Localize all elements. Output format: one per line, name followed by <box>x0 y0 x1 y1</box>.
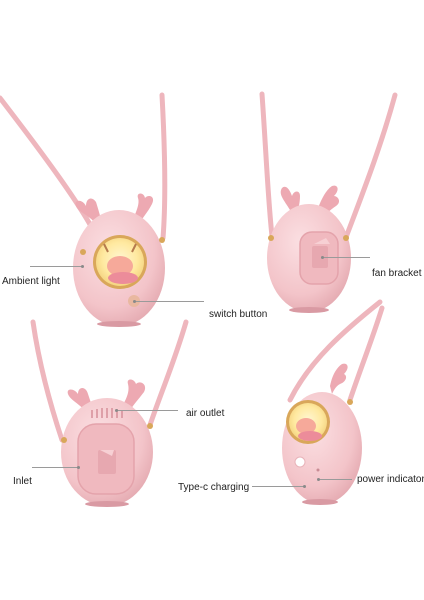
fan-bracket-tab <box>314 238 330 244</box>
callout-dot-air-outlet <box>115 409 118 412</box>
deer-face <box>296 418 316 434</box>
fan-feet <box>289 307 329 313</box>
fan-feet <box>302 499 338 505</box>
strap-clip-right <box>343 235 349 241</box>
strap-left <box>287 299 383 403</box>
strap-clip-left <box>61 437 67 443</box>
strap-right <box>159 92 168 241</box>
callout-line-air-outlet <box>116 410 178 411</box>
strap-clip-right <box>347 399 353 405</box>
fan-side-view <box>30 319 189 507</box>
strap-left <box>259 91 275 239</box>
fan-front-view <box>0 92 168 327</box>
callout-line-power-indicator <box>318 479 352 480</box>
strap-left <box>30 319 65 443</box>
label-fan-bracket: fan bracket <box>372 268 422 279</box>
deer-face <box>107 256 133 276</box>
label-air-outlet: air outlet <box>186 408 225 419</box>
air-outlet-grill <box>91 408 123 418</box>
switch-button-icon <box>294 456 306 468</box>
strap-left <box>0 95 101 243</box>
fan-feet <box>85 501 129 507</box>
power-indicator-led <box>316 468 320 472</box>
strap-right <box>342 92 398 243</box>
callout-dot-ambient-light <box>81 265 84 268</box>
deer-scarf <box>108 272 138 284</box>
callout-dot-power-indicator <box>317 478 320 481</box>
callout-line-type-c-charging <box>252 486 304 487</box>
strap-right <box>347 305 385 403</box>
label-ambient-light: Ambient light <box>2 276 60 287</box>
strap-clip-left <box>80 249 86 255</box>
strap-clip-left <box>268 235 274 241</box>
strap-clip-right <box>147 423 153 429</box>
antler-left <box>75 198 102 224</box>
deer-antler-small <box>103 243 137 253</box>
fan-bracket-tab <box>100 450 114 456</box>
callout-dot-fan-bracket <box>321 256 324 259</box>
label-type-c-charging: Type-c charging <box>178 482 250 493</box>
strap-right <box>147 319 189 428</box>
deer-scarf <box>298 431 322 441</box>
fan-bracket <box>98 450 116 474</box>
fan-angled-view <box>282 299 385 505</box>
fan-back-view <box>259 91 398 313</box>
callout-dot-switch-button <box>133 300 136 303</box>
fan-feet <box>97 321 141 327</box>
fan-bracket <box>312 246 328 268</box>
callout-dot-inlet <box>77 466 80 469</box>
callout-line-switch-button <box>134 301 204 302</box>
callout-dot-type-c-charging <box>303 485 306 488</box>
label-switch-button: switch button <box>209 309 268 320</box>
strap-clip-right <box>159 237 165 243</box>
callout-line-inlet <box>32 467 78 468</box>
callout-line-ambient-light <box>30 266 82 267</box>
label-inlet: Inlet <box>13 476 32 487</box>
label-power-indicator: power indicator <box>357 474 424 485</box>
antler-right <box>330 363 348 394</box>
callout-line-fan-bracket <box>322 257 370 258</box>
